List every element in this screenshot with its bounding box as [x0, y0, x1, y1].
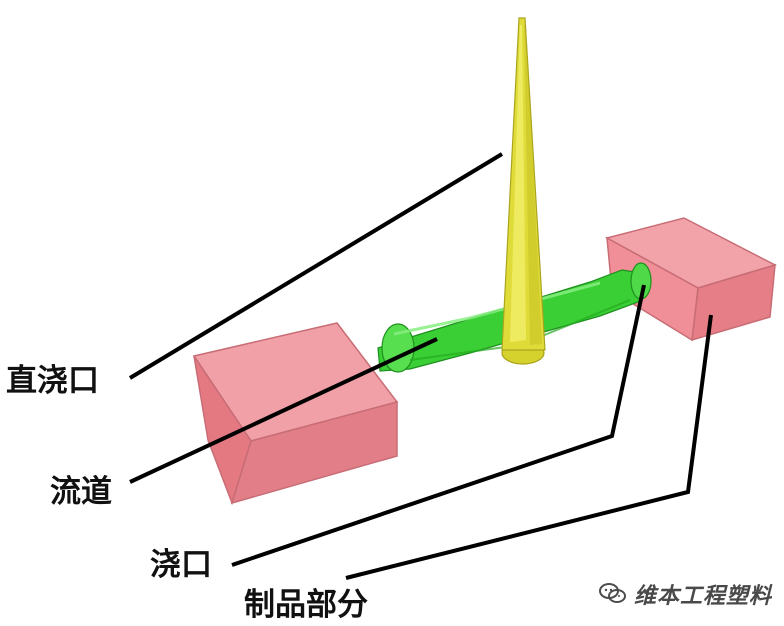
gate-leader-line: [231, 284, 646, 567]
product-label: 制品部分: [244, 587, 368, 623]
sprue-label: 直浇口: [6, 363, 99, 399]
product-block-right: [604, 217, 777, 342]
sprue-leader-line: [128, 152, 504, 380]
product-block-left: [192, 322, 399, 506]
watermark-text: 维本工程塑料: [634, 584, 773, 609]
leader-lines: [128, 152, 713, 580]
sprue-cone: [501, 17, 546, 365]
product-leader-line: [345, 314, 713, 580]
gate-label: 浇口: [150, 547, 212, 583]
runner-leader-line: [129, 337, 438, 484]
wechat-icon: [599, 583, 626, 603]
runner-label: 流道: [50, 474, 112, 510]
watermark: 维本工程塑料: [598, 578, 772, 610]
